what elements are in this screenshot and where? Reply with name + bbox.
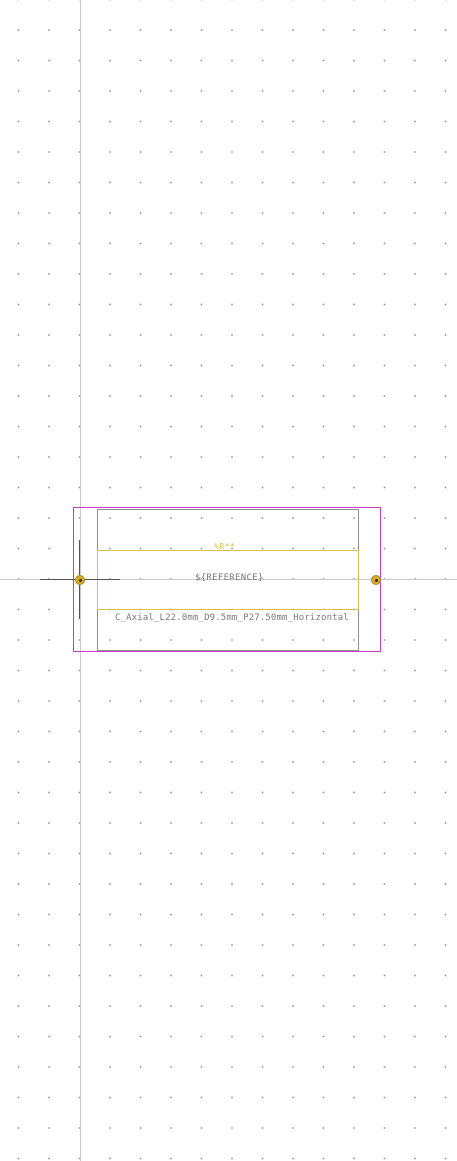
value-text-label[interactable]: C_Axial_L22.0mm_D9.5mm_P27.50mm_Horizont…: [115, 613, 349, 623]
pad-1[interactable]: [75, 575, 85, 585]
horizontal-origin-axis: [0, 579, 457, 580]
silkscreen-body-outline[interactable]: [97, 550, 359, 610]
pad-2[interactable]: [371, 575, 381, 585]
user-text-label[interactable]: %R**: [214, 542, 236, 551]
reference-text-label[interactable]: ${REFERENCE}: [195, 573, 264, 583]
